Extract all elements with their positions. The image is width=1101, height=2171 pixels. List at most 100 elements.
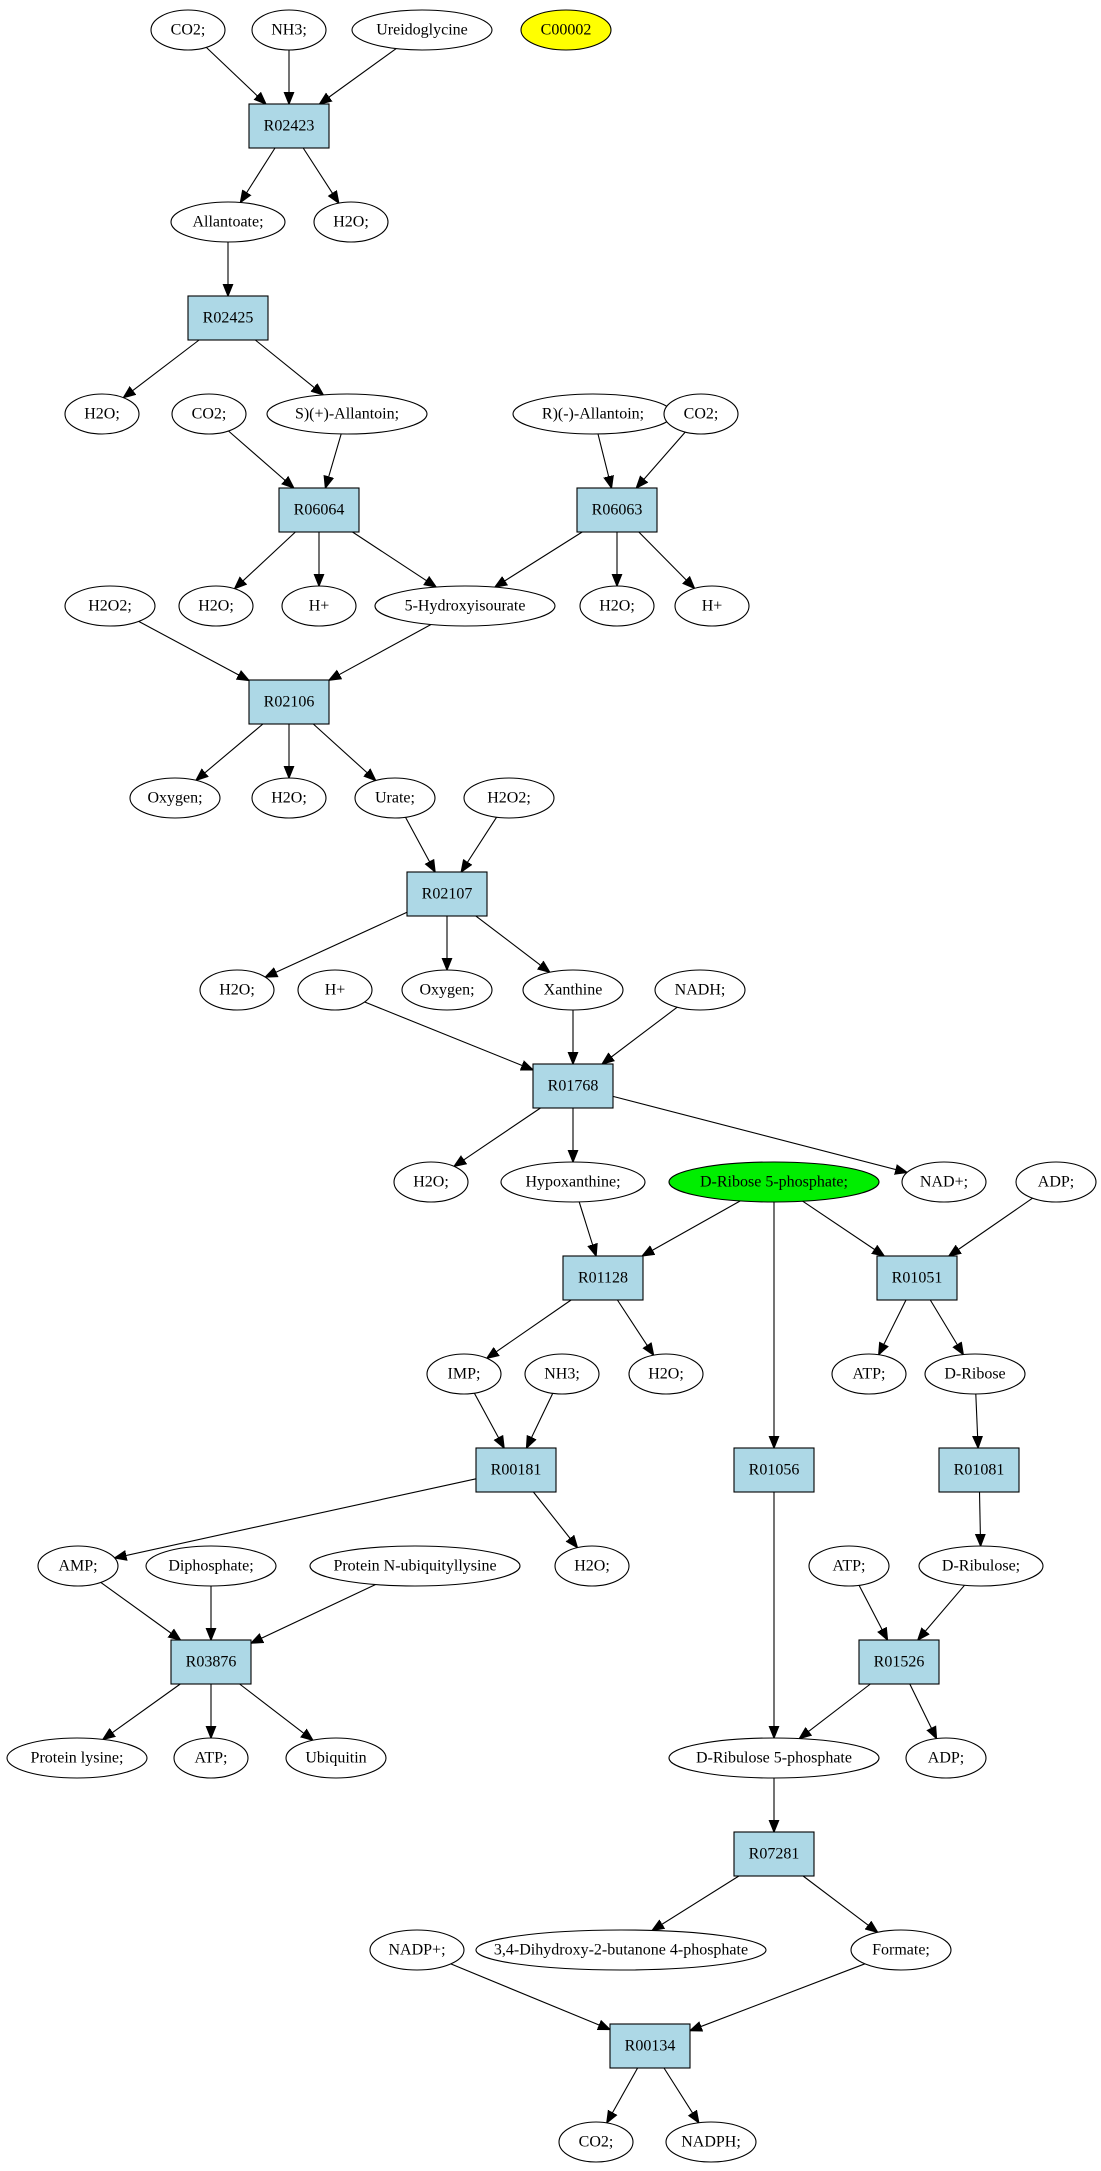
compound-node-nadplus[interactable]: NAD+; (901, 1161, 987, 1203)
reaction-node-R01081[interactable]: R01081 (938, 1447, 1020, 1493)
compound-node-co2_b[interactable]: CO2; (171, 393, 247, 435)
edge-atp_b-to-R01526 (858, 1585, 887, 1640)
compound-node-nadpplus[interactable]: NADP+; (369, 1929, 465, 1971)
compound-node-ribose5p[interactable]: D-Ribose 5-phosphate; (668, 1161, 880, 1203)
compound-node-urate[interactable]: Urate; (354, 777, 436, 819)
compound-node-h2o_h[interactable]: H2O; (628, 1353, 704, 1395)
compound-node-co2_c[interactable]: CO2; (663, 393, 739, 435)
reaction-box (278, 487, 360, 533)
compound-node-h2o2_a[interactable]: H2O2; (64, 585, 156, 627)
compound-node-ubq_lys[interactable]: Protein N-ubiquityllysine (309, 1545, 521, 1587)
reaction-node-R06063[interactable]: R06063 (576, 487, 658, 533)
compound-node-h2o_f[interactable]: H2O; (199, 969, 275, 1011)
node-label: Oxygen; (419, 982, 474, 999)
node-label: H2O; (599, 598, 635, 615)
node-label: H2O2; (487, 790, 531, 807)
compound-node-h2o_c[interactable]: H2O; (178, 585, 254, 627)
compound-node-nadph[interactable]: NADPH; (665, 2121, 757, 2163)
compound-node-adp_a[interactable]: ADP; (1015, 1161, 1097, 1203)
compound-node-h2o_g[interactable]: H2O; (393, 1161, 469, 1203)
compound-node-adp_b[interactable]: ADP; (905, 1737, 987, 1779)
reaction-node-R02106[interactable]: R02106 (248, 679, 330, 725)
compound-ellipse (129, 777, 221, 819)
reaction-node-R01526[interactable]: R01526 (858, 1639, 940, 1685)
edge-co2_b-to-R06064 (228, 430, 294, 488)
compound-node-ribulose5p[interactable]: D-Ribulose 5-phosphate (668, 1737, 880, 1779)
reaction-node-R02425[interactable]: R02425 (187, 295, 269, 341)
reaction-node-R01768[interactable]: R01768 (532, 1063, 614, 1109)
compound-node-atp_a[interactable]: ATP; (831, 1353, 907, 1395)
compound-node-ureidoglycine[interactable]: Ureidoglycine (351, 9, 493, 51)
reaction-node-R00181[interactable]: R00181 (475, 1447, 557, 1493)
compound-node-h2o_i[interactable]: H2O; (554, 1545, 630, 1587)
compound-node-dribulose[interactable]: D-Ribulose; (918, 1545, 1044, 1587)
node-label: Ureidoglycine (376, 22, 468, 39)
node-label: S)(+)-Allantoin; (295, 406, 399, 423)
compound-node-allantoate[interactable]: Allantoate; (170, 201, 286, 243)
node-label: H2O; (271, 790, 307, 807)
reaction-box (733, 1447, 815, 1493)
edge-hplus_c-to-R01768 (364, 1001, 533, 1070)
reaction-node-R01056[interactable]: R01056 (733, 1447, 815, 1493)
node-label: D-Ribose (944, 1366, 1005, 1383)
compound-node-co2_a[interactable]: CO2; (150, 9, 226, 51)
node-label: Xanthine (544, 982, 603, 999)
compound-node-nh3_b[interactable]: NH3; (524, 1353, 600, 1395)
compound-node-hypoxanthine[interactable]: Hypoxanthine; (500, 1161, 646, 1203)
compound-ellipse (1015, 1161, 1097, 1203)
compound-node-s_allantoin[interactable]: S)(+)-Allantoin; (266, 393, 428, 435)
compound-node-nh3_a[interactable]: NH3; (251, 9, 327, 51)
reaction-node-R01128[interactable]: R01128 (562, 1255, 644, 1301)
node-label: H2O; (333, 214, 369, 231)
compound-node-formate[interactable]: Formate; (850, 1929, 952, 1971)
compound-node-hplus_c[interactable]: H+ (297, 969, 373, 1011)
compound-node-hydroxyisourate[interactable]: 5-Hydroxyisourate (374, 585, 556, 627)
compound-ellipse (199, 969, 275, 1011)
compound-ellipse (266, 393, 428, 435)
compound-node-xanthine[interactable]: Xanthine (522, 969, 624, 1011)
compound-node-h2o_b[interactable]: H2O; (64, 393, 140, 435)
node-label: H2O; (198, 598, 234, 615)
compound-node-amp[interactable]: AMP; (37, 1545, 119, 1587)
node-label: CO2; (171, 22, 206, 39)
compound-node-oxygen_b[interactable]: Oxygen; (401, 969, 493, 1011)
compound-node-r_allantoin[interactable]: R)(-)-Allantoin; (512, 393, 674, 435)
compound-node-protein_lysine[interactable]: Protein lysine; (6, 1737, 148, 1779)
compound-node-imp[interactable]: IMP; (426, 1353, 502, 1395)
reaction-node-R01051[interactable]: R01051 (876, 1255, 958, 1301)
compound-node-atp_c[interactable]: ATP; (173, 1737, 249, 1779)
reaction-node-R06064[interactable]: R06064 (278, 487, 360, 533)
compound-node-c00002[interactable]: C00002 (520, 9, 612, 51)
compound-node-h2o_e[interactable]: H2O; (251, 777, 327, 819)
reaction-node-R03876[interactable]: R03876 (170, 1639, 252, 1685)
compound-ellipse (918, 1545, 1044, 1587)
compound-node-diphosphate[interactable]: Diphosphate; (145, 1545, 277, 1587)
reaction-node-R00134[interactable]: R00134 (609, 2023, 691, 2069)
compound-node-h2o2_b[interactable]: H2O2; (463, 777, 555, 819)
reaction-node-R02423[interactable]: R02423 (248, 103, 330, 149)
reaction-box (170, 1639, 252, 1685)
reaction-node-R07281[interactable]: R07281 (733, 1831, 815, 1877)
reaction-node-R02107[interactable]: R02107 (406, 871, 488, 917)
compound-node-dribose[interactable]: D-Ribose (924, 1353, 1026, 1395)
compound-ellipse (668, 1161, 880, 1203)
compound-node-hplus_a[interactable]: H+ (281, 585, 357, 627)
compound-ellipse (668, 1737, 880, 1779)
compound-node-h2o_d[interactable]: H2O; (579, 585, 655, 627)
reaction-box (248, 103, 330, 149)
compound-node-ubiquitin[interactable]: Ubiquitin (285, 1737, 387, 1779)
compound-node-dhbp[interactable]: 3,4-Dihydroxy-2-butanone 4-phosphate (475, 1929, 767, 1971)
compound-node-atp_b[interactable]: ATP; (808, 1545, 890, 1587)
edge-imp-to-R00181 (473, 1392, 504, 1448)
compound-node-hplus_b[interactable]: H+ (674, 585, 750, 627)
compound-ellipse (579, 585, 655, 627)
node-label: R02107 (422, 886, 473, 903)
compound-node-h2o_a[interactable]: H2O; (313, 201, 389, 243)
compound-node-co2_d[interactable]: CO2; (558, 2121, 634, 2163)
node-label: R03876 (186, 1654, 237, 1671)
compound-ellipse (6, 1737, 148, 1779)
compound-node-oxygen_a[interactable]: Oxygen; (129, 777, 221, 819)
edge-urate-to-R02107 (405, 817, 436, 872)
compound-node-nadh[interactable]: NADH; (654, 969, 746, 1011)
node-label: ATP; (833, 1558, 866, 1575)
